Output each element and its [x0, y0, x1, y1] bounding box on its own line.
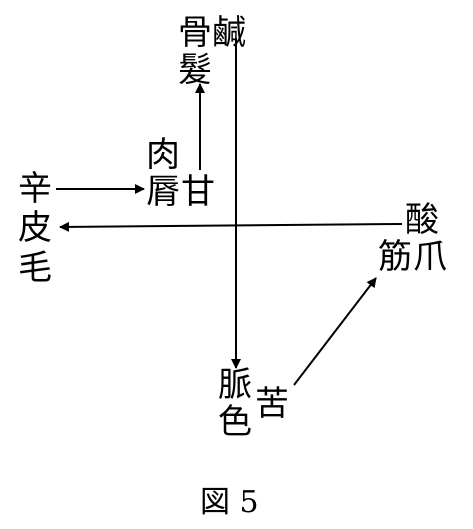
label-salty: 鹹 [212, 13, 246, 53]
figure-caption: 図 5 [200, 485, 259, 520]
label-pungent: 辛 [18, 169, 52, 209]
label-hair: 髮 [178, 50, 212, 90]
label-nails: 爪 [413, 237, 447, 277]
arrow-sour-to-skin [59, 221, 403, 232]
label-sour: 酸 [405, 200, 439, 240]
label-sweet: 甘 [181, 172, 215, 212]
label-color: 色 [218, 402, 252, 442]
label-fur: 毛 [18, 248, 52, 288]
label-flesh: 肉 [146, 135, 180, 175]
label-sinew: 筋 [378, 237, 412, 277]
label-bitter: 苦 [255, 384, 289, 424]
label-bone: 骨 [178, 13, 212, 53]
arrow-bitter-to-sinew [293, 277, 377, 386]
label-pulse: 脈 [218, 365, 252, 405]
label-lips: 脣 [146, 172, 180, 212]
label-skin: 皮 [18, 208, 52, 248]
